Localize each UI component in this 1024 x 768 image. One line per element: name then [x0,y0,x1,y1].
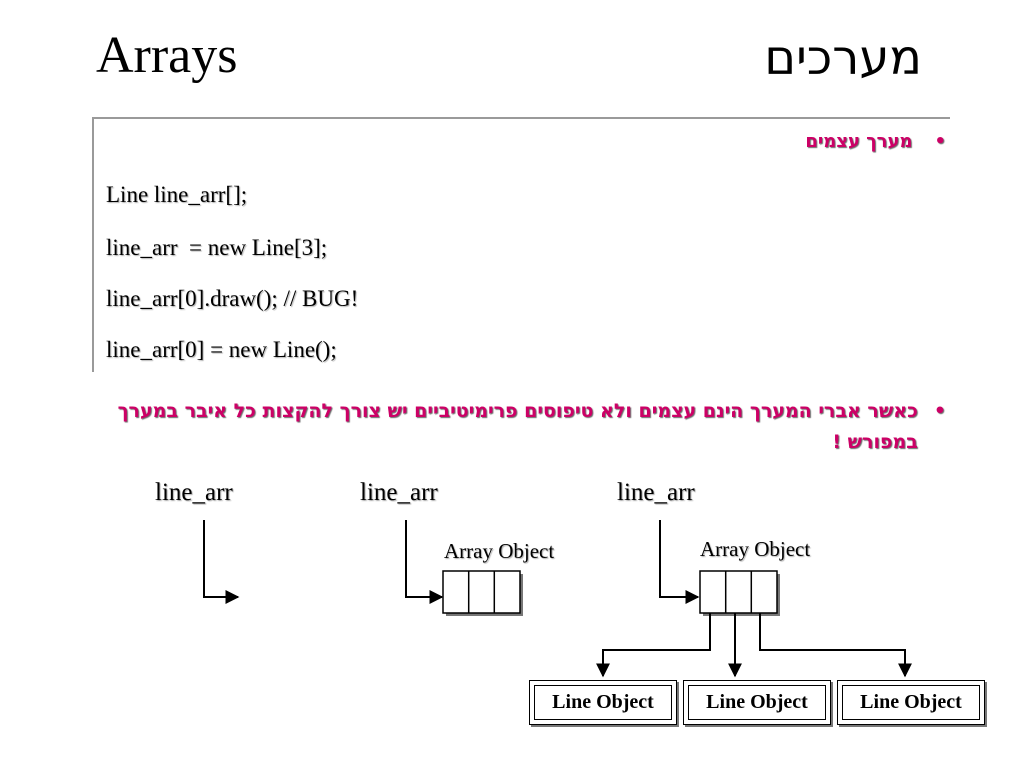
bullet-text: כאשר אברי המערך הינם עצמים ולא טיפוסים פ… [117,400,918,453]
line-object-box-2: Line Object [837,680,985,725]
line-object-label: Line Object [534,685,672,720]
reference-arrow-stage-2 [405,520,444,604]
bullet-marker: • [933,400,946,422]
code-line-allocate: line_arr = new Line[3]; [106,235,328,260]
line-object-label: Line Object [688,685,826,720]
bullet-objects-array: • מערך עצמים [805,131,946,152]
array-object-label-stage-3: Array Object [700,537,811,561]
array-object-label-stage-2: Array Object [444,539,555,563]
bullet-marker: • [934,131,946,152]
line-object-label: Line Object [842,685,980,720]
page-title-hebrew: מערכים [764,30,922,86]
bullet-text: מערך עצמים [805,131,913,152]
element-arrow-2 [759,613,912,678]
line-object-box-1: Line Object [683,680,831,725]
code-box-border [92,117,950,372]
reference-arrow-stage-3 [659,520,700,604]
var-label-stage-2: line_arr [360,479,438,506]
page-title-english: Arrays [96,27,238,84]
bullet-explicit-allocation: • כאשר אברי המערך הינם עצמים ולא טיפוסים… [46,396,946,458]
code-line-declare: Line line_arr[]; [106,182,248,207]
element-arrow-0 [596,613,711,678]
line-object-box-0: Line Object [529,680,677,725]
reference-arrow-null [203,520,240,604]
var-label-stage-3: line_arr [617,479,695,506]
var-label-stage-1: line_arr [155,479,233,506]
array-object-stage-2 [442,570,523,616]
code-line-new-element: line_arr[0] = new Line(); [106,337,337,362]
code-line-bug: line_arr[0].draw(); // BUG! [106,286,359,311]
array-object-stage-3 [699,570,780,616]
